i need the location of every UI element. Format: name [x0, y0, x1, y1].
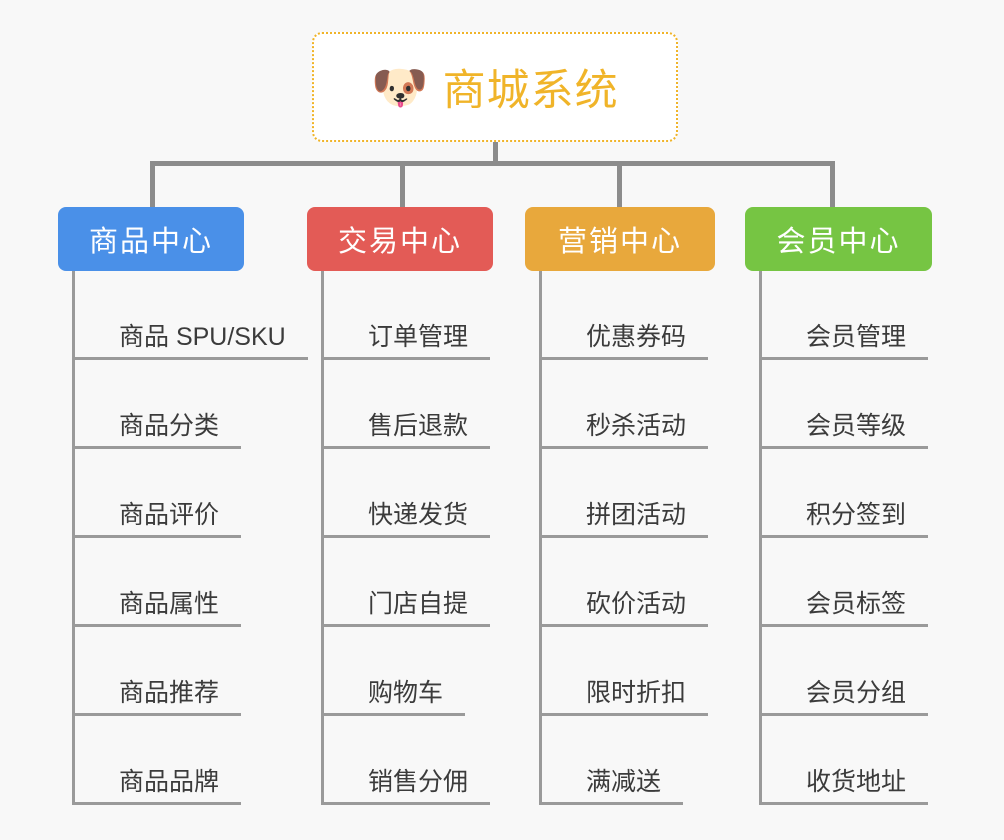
list-item-label: 商品推荐 [75, 679, 242, 716]
list-item-label: 拼团活动 [542, 501, 709, 538]
list-item[interactable]: 满减送 [542, 716, 772, 805]
connector-drop-member-center [830, 161, 835, 209]
category-header-product-center[interactable]: 商品中心 [58, 207, 244, 271]
list-item-label: 限时折扣 [542, 679, 709, 716]
list-item-label: 收货地址 [762, 768, 929, 805]
list-item[interactable]: 砍价活动 [542, 538, 772, 627]
list-item[interactable]: 积分签到 [762, 449, 992, 538]
branch-marketing-center: 营销中心 优惠券码 秒杀活动 拼团活动 砍价活动 限时折扣 满减送 [525, 207, 772, 805]
list-item-label: 会员管理 [762, 323, 929, 360]
branch-trade-center: 交易中心 订单管理 售后退款 快递发货 门店自提 购物车 销售分佣 [307, 207, 554, 805]
category-title: 交易中心 [337, 226, 462, 258]
list-item-label: 会员分组 [762, 679, 929, 716]
list-item-label: 会员等级 [762, 412, 929, 449]
list-item[interactable]: 商品推荐 [75, 627, 305, 716]
list-item[interactable]: 拼团活动 [542, 449, 772, 538]
connector-root-stem [493, 142, 498, 164]
category-title: 会员中心 [776, 226, 901, 258]
list-item-label: 售后退款 [324, 412, 491, 449]
root-node-shop-system[interactable]: 🐶 商城系统 [312, 32, 678, 142]
list-item-label: 积分签到 [762, 501, 929, 538]
leaf-list-member-center: 会员管理 会员等级 积分签到 会员标签 会员分组 收货地址 [759, 271, 992, 805]
list-item[interactable]: 商品评价 [75, 449, 305, 538]
list-item-label: 购物车 [324, 679, 466, 716]
shiba-dog-face-icon: 🐶 [371, 61, 429, 113]
list-item[interactable]: 收货地址 [762, 716, 992, 805]
list-item[interactable]: 优惠券码 [542, 271, 772, 360]
list-item[interactable]: 商品品牌 [75, 716, 305, 805]
list-item[interactable]: 购物车 [324, 627, 554, 716]
connector-drop-marketing-center [617, 161, 622, 209]
leaf-list-marketing-center: 优惠券码 秒杀活动 拼团活动 砍价活动 限时折扣 满减送 [539, 271, 772, 805]
list-item-label: 砍价活动 [542, 590, 709, 627]
list-item-label: 秒杀活动 [542, 412, 709, 449]
list-item[interactable]: 秒杀活动 [542, 360, 772, 449]
list-item-label: 订单管理 [324, 323, 491, 360]
list-item-label: 商品评价 [75, 501, 242, 538]
connector-horizontal-bus [150, 161, 834, 166]
list-item-label: 商品属性 [75, 590, 242, 627]
category-title: 商品中心 [88, 226, 213, 258]
leaf-list-product-center: 商品 SPU/SKU 商品分类 商品评价 商品属性 商品推荐 商品品牌 [72, 271, 308, 805]
list-item-label: 满减送 [542, 768, 684, 805]
connector-drop-trade-center [400, 161, 405, 209]
list-item-label: 会员标签 [762, 590, 929, 627]
list-item-label: 商品品牌 [75, 768, 242, 805]
category-header-marketing-center[interactable]: 营销中心 [525, 207, 715, 271]
list-item[interactable]: 会员标签 [762, 538, 992, 627]
list-item[interactable]: 会员管理 [762, 271, 992, 360]
list-item[interactable]: 商品分类 [75, 360, 305, 449]
list-item[interactable]: 快递发货 [324, 449, 554, 538]
list-item-label: 商品分类 [75, 412, 242, 449]
root-node-title: 商城系统 [442, 67, 619, 115]
list-item[interactable]: 会员分组 [762, 627, 992, 716]
category-title: 营销中心 [557, 226, 682, 258]
list-item-label: 销售分佣 [324, 768, 491, 805]
list-item[interactable]: 销售分佣 [324, 716, 554, 805]
connector-drop-product-center [150, 161, 155, 209]
branch-member-center: 会员中心 会员管理 会员等级 积分签到 会员标签 会员分组 收货地址 [745, 207, 992, 805]
branch-product-center: 商品中心 商品 SPU/SKU 商品分类 商品评价 商品属性 商品推荐 商品品牌 [58, 207, 308, 805]
list-item[interactable]: 会员等级 [762, 360, 992, 449]
list-item[interactable]: 售后退款 [324, 360, 554, 449]
list-item[interactable]: 商品属性 [75, 538, 305, 627]
category-header-trade-center[interactable]: 交易中心 [307, 207, 493, 271]
leaf-list-trade-center: 订单管理 售后退款 快递发货 门店自提 购物车 销售分佣 [321, 271, 554, 805]
list-item[interactable]: 门店自提 [324, 538, 554, 627]
list-item[interactable]: 限时折扣 [542, 627, 772, 716]
category-header-member-center[interactable]: 会员中心 [745, 207, 932, 271]
list-item-label: 快递发货 [324, 501, 491, 538]
list-item[interactable]: 商品 SPU/SKU [75, 271, 308, 360]
list-item-label: 门店自提 [324, 590, 491, 627]
list-item-label: 优惠券码 [542, 323, 709, 360]
list-item-label: 商品 SPU/SKU [75, 323, 308, 360]
list-item[interactable]: 订单管理 [324, 271, 554, 360]
